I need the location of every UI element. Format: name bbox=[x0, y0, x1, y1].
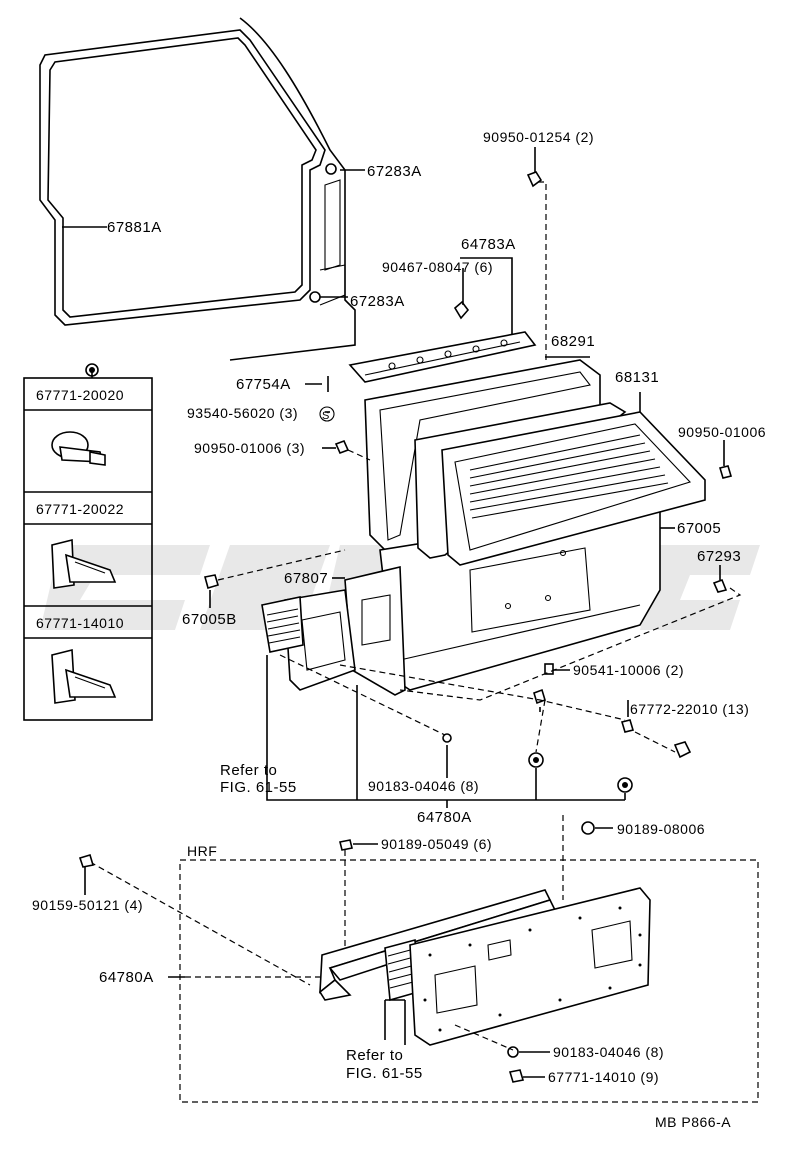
label-refer-bottom-1: Refer to bbox=[346, 1047, 403, 1064]
clip-box-item: 67771-20020 bbox=[36, 387, 124, 403]
door-opening-weatherstrip bbox=[39, 17, 356, 361]
label-67283A-top: 67283A bbox=[367, 163, 422, 180]
figure-code: MB P866-A bbox=[655, 1114, 731, 1130]
label-67772-22010: 67772-22010 (13) bbox=[630, 701, 749, 717]
label-90159-50121: 90159-50121 (4) bbox=[32, 897, 143, 913]
clip-reference-box bbox=[23, 370, 153, 721]
label-90950-01254: 90950-01254 (2) bbox=[483, 129, 594, 145]
board-holes bbox=[423, 906, 642, 1032]
clip-20022-icon bbox=[51, 538, 117, 589]
label-hrf: HRF bbox=[187, 843, 217, 859]
clip-box-item: 67771-14010 bbox=[36, 615, 124, 631]
label-67881A: 67881A bbox=[107, 219, 162, 236]
clip-box-item: 67771-20022 bbox=[36, 501, 124, 517]
label-90189-05049: 90189-05049 (6) bbox=[381, 836, 492, 852]
label-67807: 67807 bbox=[284, 570, 328, 587]
label-90467-08047: 90467-08047 (6) bbox=[382, 259, 493, 275]
back-door-assembly bbox=[85, 171, 733, 793]
label-67005B: 67005B bbox=[182, 611, 237, 628]
label-67754A: 67754A bbox=[236, 376, 291, 393]
leader-lines-upper bbox=[62, 147, 742, 986]
clip-14010-icon bbox=[51, 648, 117, 704]
label-refer-bottom-2: FIG. 61-55 bbox=[346, 1065, 423, 1082]
label-90541-10006: 90541-10006 (2) bbox=[573, 662, 684, 678]
label-refer-top-1: Refer to bbox=[220, 762, 277, 779]
label-90183-04046-bottom: 90183-04046 (8) bbox=[553, 1044, 664, 1060]
label-68291: 68291 bbox=[551, 333, 595, 350]
label-67293: 67293 bbox=[697, 548, 741, 565]
label-67771-14010-9: 67771-14010 (9) bbox=[548, 1069, 659, 1085]
symbol-s: S bbox=[322, 410, 330, 422]
label-64780A-top: 64780A bbox=[417, 809, 472, 826]
label-67005: 67005 bbox=[677, 520, 721, 537]
label-refer-top-2: FIG. 61-55 bbox=[220, 779, 297, 796]
clip-box-labels: 67771-20020 67771-20022 67771-14010 bbox=[36, 387, 124, 631]
label-68131: 68131 bbox=[615, 369, 659, 386]
label-67283A-bottom: 67283A bbox=[350, 293, 405, 310]
defogger-lines bbox=[469, 434, 669, 519]
symbol-s-circle bbox=[319, 406, 335, 422]
label-90189-08006: 90189-08006 bbox=[617, 821, 705, 837]
label-90950-01006-right: 90950-01006 bbox=[678, 424, 766, 440]
label-90950-01006-left: 90950-01006 (3) bbox=[194, 440, 305, 456]
part-labels: 67283A 67881A 67283A 90950-01254 (2) 647… bbox=[32, 129, 766, 1130]
label-90183-04046-top: 90183-04046 (8) bbox=[368, 778, 479, 794]
label-93540-56020: 93540-56020 (3) bbox=[187, 405, 298, 421]
hrf-box bbox=[78, 815, 759, 1103]
label-64780A-hrf: 64780A bbox=[99, 969, 154, 986]
clip-20020-icon bbox=[51, 431, 106, 466]
label-64783A: 64783A bbox=[461, 236, 516, 253]
